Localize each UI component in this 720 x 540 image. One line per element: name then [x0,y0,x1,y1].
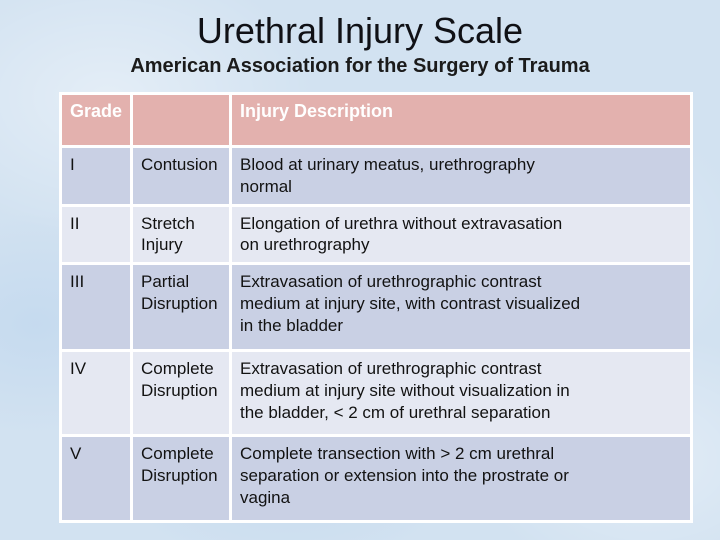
grade-cell: IV [59,349,133,437]
table-header-row: Grade Injury Description [59,92,693,148]
description-cell: Complete transection with > 2 cm urethra… [229,434,693,523]
page-subtitle: American Association for the Surgery of … [130,55,590,78]
header-grade: Grade [59,92,133,148]
type-cell: Complete Disruption [130,434,232,523]
page-title: Urethral Injury Scale [196,10,524,51]
type-cell: Complete Disruption [130,349,232,437]
header-type [130,92,232,148]
table-row: II Stretch Injury Elongation of urethra … [59,203,693,265]
grade-cell: I [59,145,133,207]
description-cell: Extravasation of urethrographic contrast… [229,262,693,352]
injury-scale-table: Grade Injury Description I Contusion Blo… [59,92,693,523]
description-cell: Blood at urinary meatus, urethrography n… [229,145,693,207]
grade-cell: II [59,203,133,265]
grade-cell: III [59,262,133,352]
table-row: IV Complete Disruption Extravasation of … [59,349,693,437]
header-description: Injury Description [229,92,693,148]
table-row: I Contusion Blood at urinary meatus, ure… [59,145,693,207]
type-cell: Stretch Injury [130,203,232,265]
grade-cell: V [59,434,133,523]
table-row: III Partial Disruption Extravasation of … [59,262,693,352]
table-row: V Complete Disruption Complete transecti… [59,434,693,523]
description-cell: Elongation of urethra without extravasat… [229,203,693,265]
type-cell: Partial Disruption [130,262,232,352]
type-cell: Contusion [130,145,232,207]
description-cell: Extravasation of urethrographic contrast… [229,349,693,437]
